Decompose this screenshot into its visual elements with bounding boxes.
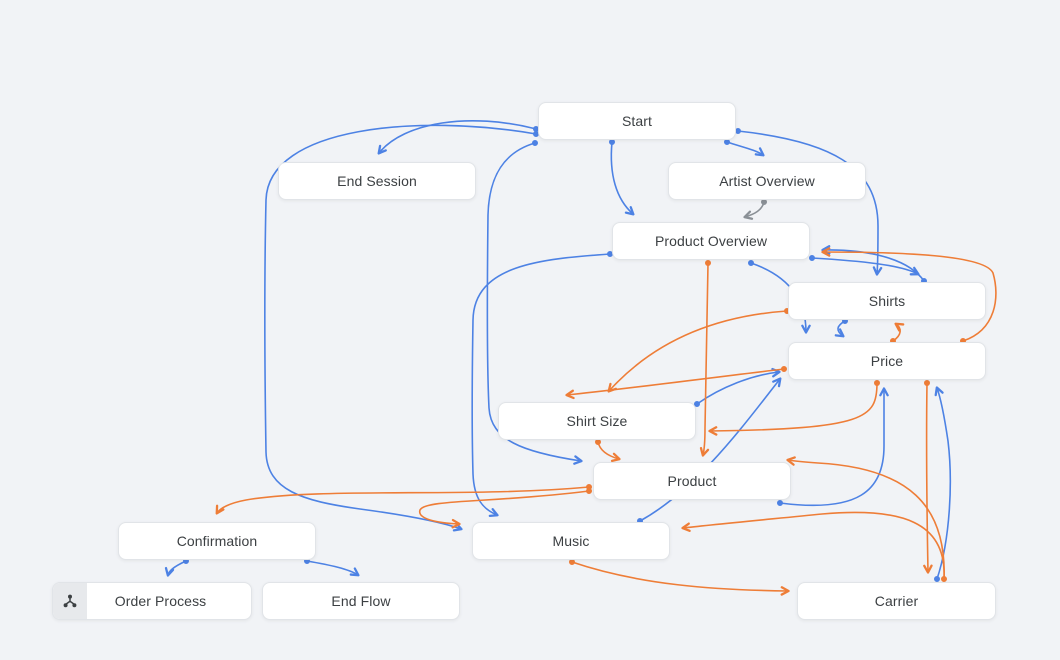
node-confirmation-label: Confirmation bbox=[176, 533, 258, 549]
node-price[interactable]: Price bbox=[788, 342, 986, 380]
edge-start-to-music bbox=[264, 124, 537, 532]
node-shirts-label: Shirts bbox=[868, 293, 906, 309]
node-artist-overview-label: Artist Overview bbox=[719, 173, 815, 189]
edge-start-to-shirts bbox=[737, 130, 883, 276]
subflow-icon bbox=[53, 583, 87, 619]
edge-artist-overview-to-product-overview bbox=[743, 201, 765, 220]
edge-carrier-to-price bbox=[934, 386, 952, 580]
edge-carrier-to-music bbox=[681, 511, 945, 580]
edge-product-to-price bbox=[779, 387, 889, 507]
node-end-session[interactable]: End Session bbox=[278, 162, 476, 200]
node-product-label: Product bbox=[667, 473, 717, 489]
edge-confirmation-to-order-process bbox=[164, 560, 187, 577]
edge-price-to-carrier bbox=[923, 382, 933, 574]
node-music-label: Music bbox=[552, 533, 590, 549]
node-product[interactable]: Product bbox=[593, 462, 791, 500]
edge-shirt-size-to-product bbox=[597, 441, 621, 463]
edge-product-to-confirmation bbox=[215, 486, 590, 515]
edge-product-overview-to-shirts bbox=[811, 257, 920, 276]
edge-price-to-shirt-size-right bbox=[708, 382, 878, 436]
node-artist-overview[interactable]: Artist Overview bbox=[668, 162, 866, 200]
edge-price-to-shirt-size bbox=[565, 368, 785, 400]
node-music[interactable]: Music bbox=[472, 522, 670, 560]
node-product-overview[interactable]: Product Overview bbox=[612, 222, 810, 260]
node-product-overview-label: Product Overview bbox=[654, 233, 768, 249]
gray-edges bbox=[743, 201, 765, 220]
edge-product-overview-to-music bbox=[471, 253, 611, 518]
node-shirt-size[interactable]: Shirt Size bbox=[498, 402, 696, 440]
node-end-flow[interactable]: End Flow bbox=[262, 582, 460, 620]
node-order-process-label: Order Process bbox=[114, 593, 207, 609]
edge-carrier-to-product bbox=[786, 456, 945, 581]
edge-start-to-artist-overview bbox=[726, 141, 765, 157]
node-carrier[interactable]: Carrier bbox=[797, 582, 996, 620]
edge-shirts-to-shirt-size bbox=[607, 310, 788, 393]
node-shirts[interactable]: Shirts bbox=[788, 282, 986, 320]
edge-start-to-product bbox=[486, 142, 583, 465]
edge-start-to-end-session bbox=[377, 120, 537, 155]
node-confirmation[interactable]: Confirmation bbox=[118, 522, 316, 560]
edge-music-to-price bbox=[639, 377, 782, 522]
gray-source-dots bbox=[761, 199, 767, 205]
edge-music-to-carrier bbox=[571, 561, 790, 596]
node-end-session-label: End Session bbox=[337, 173, 417, 189]
edge-product-overview-to-product bbox=[699, 262, 710, 457]
node-end-flow-label: End Flow bbox=[331, 593, 391, 609]
node-start[interactable]: Start bbox=[538, 102, 736, 140]
edge-price-to-product-overview bbox=[821, 247, 997, 342]
edge-confirmation-to-end-flow bbox=[306, 560, 360, 577]
edge-product-to-music bbox=[419, 490, 590, 529]
edge-source-dots bbox=[183, 126, 966, 582]
node-carrier-label: Carrier bbox=[874, 593, 919, 609]
orange-edges bbox=[215, 247, 997, 596]
node-order-process[interactable]: Order Process bbox=[52, 582, 252, 620]
node-price-label: Price bbox=[870, 353, 904, 369]
edge-shirt-size-to-price bbox=[696, 367, 781, 405]
node-shirt-size-label: Shirt Size bbox=[566, 413, 628, 429]
edge-start-to-product-overview bbox=[610, 141, 635, 216]
node-start-label: Start bbox=[621, 113, 653, 129]
blue-edges bbox=[164, 120, 952, 580]
